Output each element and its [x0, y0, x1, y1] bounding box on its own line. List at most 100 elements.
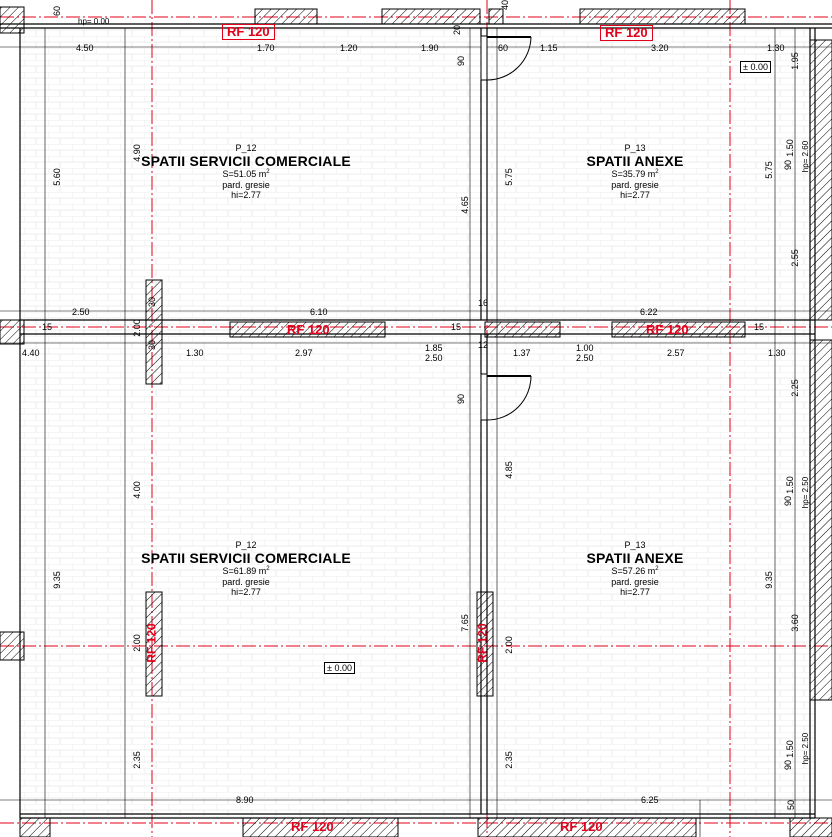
dimension-label: 15	[754, 322, 765, 332]
dimension-label: 1.95	[789, 52, 800, 70]
dimension-label: 4.40	[22, 348, 40, 358]
hp-marker: hp= 2.50	[801, 476, 811, 509]
dimension-label: 4.00	[131, 481, 142, 499]
dimension-label: 6.22	[640, 307, 658, 317]
dimension-label: 1.20	[340, 43, 358, 53]
dimension-label: 9.35	[763, 571, 774, 589]
dimension-label: 1.50	[784, 476, 795, 494]
dimension-label: 12	[478, 340, 489, 350]
room-name: SPATII SERVICII COMERCIALE	[141, 550, 351, 567]
room-label-p12-lower: P_12 SPATII SERVICII COMERCIALE S=61.89 …	[130, 540, 362, 597]
room-label-p13-lower: P_13 SPATII ANEXE S=57.26 m2 pard. gresi…	[574, 540, 696, 597]
room-floor-finish: pard. gresie	[611, 179, 659, 190]
room-height: hi=2.77	[231, 587, 261, 598]
room-label-p12-upper: P_12 SPATII SERVICII COMERCIALE S=51.05 …	[130, 143, 362, 200]
dimension-label: 90	[783, 495, 794, 507]
dimension-label: 1.30	[767, 43, 785, 53]
dimension-label: 90	[456, 55, 467, 67]
dimension-label: 2.97	[295, 348, 313, 358]
dimension-label: 4.65	[459, 196, 470, 214]
dimension-label: 15	[451, 322, 462, 332]
dimension-label: 3.20	[651, 43, 669, 53]
dimension-label: 1.15	[540, 43, 558, 53]
dimension-lines	[0, 28, 832, 837]
fire-rating-tag: RF 120	[222, 24, 275, 40]
room-name: SPATII SERVICII COMERCIALE	[141, 153, 351, 170]
room-height: hi=2.77	[620, 190, 650, 201]
dimension-label: 2.25	[789, 379, 800, 397]
dimension-label: 2.35	[503, 751, 514, 769]
dimension-label: 50	[786, 799, 797, 811]
dimension-label: 2.00	[503, 636, 514, 654]
dimension-label: 5.60	[51, 168, 62, 186]
fire-rating-tag: RF 120	[600, 25, 653, 41]
fire-rating-tag: RF 120	[144, 623, 159, 663]
dimension-label: 6.25	[641, 795, 659, 805]
dimension-label: 30	[147, 296, 158, 308]
hp-marker: hp= 0.00	[78, 17, 110, 26]
dimension-label: 3.60	[789, 614, 800, 632]
dimension-label: 30	[147, 339, 158, 351]
dimension-label: 15	[42, 322, 53, 332]
fire-rating-tag: RF 120	[291, 819, 334, 834]
room-name: SPATII ANEXE	[586, 153, 684, 170]
room-name: SPATII ANEXE	[586, 550, 684, 567]
room-id: P_13	[624, 540, 646, 550]
dimension-label: 1.90	[421, 43, 439, 53]
hatched-blocks	[0, 6, 832, 837]
dimension-label: 5.75	[763, 161, 774, 179]
dimension-label: 1.37	[513, 348, 531, 358]
dimension-label: 8.90	[236, 795, 254, 805]
fire-rating-tag: RF 120	[560, 819, 603, 834]
room-floor-finish: pard. gresie	[222, 179, 270, 190]
dimension-label: 1.85	[425, 343, 443, 353]
dimension-label: 1.70	[257, 43, 275, 53]
dimension-label: 90	[783, 759, 794, 771]
dimension-label: 2.50	[425, 353, 443, 363]
room-area: S=57.26 m	[611, 566, 656, 577]
room-id: P_13	[624, 143, 646, 153]
dimension-label: 1.50	[784, 139, 795, 157]
dimension-label: 20	[452, 24, 463, 36]
dimension-label: 90	[783, 159, 794, 171]
fire-rating-tag: RF 120	[475, 623, 490, 663]
hp-marker: hp= 2.50	[801, 732, 811, 765]
level-marker: ± 0.00	[324, 662, 355, 674]
dimension-label: 60	[498, 43, 509, 53]
dimension-label: 7.65	[459, 614, 470, 632]
dimension-label: 1.50	[784, 740, 795, 758]
dimension-label: 9.35	[51, 571, 62, 589]
dimension-label: 2.50	[72, 307, 90, 317]
room-height: hi=2.77	[231, 190, 261, 201]
room-floor-finish: pard. gresie	[222, 576, 270, 587]
dimension-label: 2.55	[789, 249, 800, 267]
dimension-label: 2.57	[667, 348, 685, 358]
room-area: S=51.05 m	[222, 169, 267, 180]
doors	[480, 35, 532, 421]
room-id: P_12	[235, 540, 257, 550]
room-area: S=61.89 m	[222, 566, 267, 577]
hp-marker: hp= 2.60	[801, 140, 811, 173]
dimension-label: 16	[478, 298, 489, 308]
dimension-label: 4.90	[131, 144, 142, 162]
dimension-label: 1.30	[186, 348, 204, 358]
dimension-label: 90	[456, 393, 467, 405]
room-floor-finish: pard. gresie	[611, 576, 659, 587]
room-label-p13-upper: P_13 SPATII ANEXE S=35.79 m2 pard. gresi…	[574, 143, 696, 200]
room-id: P_12	[235, 143, 257, 153]
dimension-label: 2.00	[131, 319, 142, 337]
dimension-label: 1.00	[576, 343, 594, 353]
room-height: hi=2.77	[620, 587, 650, 598]
dimension-label: 60	[52, 5, 63, 17]
level-marker: ± 0.00	[740, 61, 771, 73]
dimension-label: 5.75	[503, 168, 514, 186]
dimension-label: 4.50	[76, 43, 94, 53]
dimension-label: 2.35	[131, 751, 142, 769]
fire-rating-tag: RF 120	[646, 322, 689, 337]
dimension-label: 2.50	[576, 353, 594, 363]
dimension-label: 1.30	[768, 348, 786, 358]
dimension-label: 40	[500, 0, 511, 11]
dimension-label: 2.00	[131, 634, 142, 652]
room-area: S=35.79 m	[611, 169, 656, 180]
